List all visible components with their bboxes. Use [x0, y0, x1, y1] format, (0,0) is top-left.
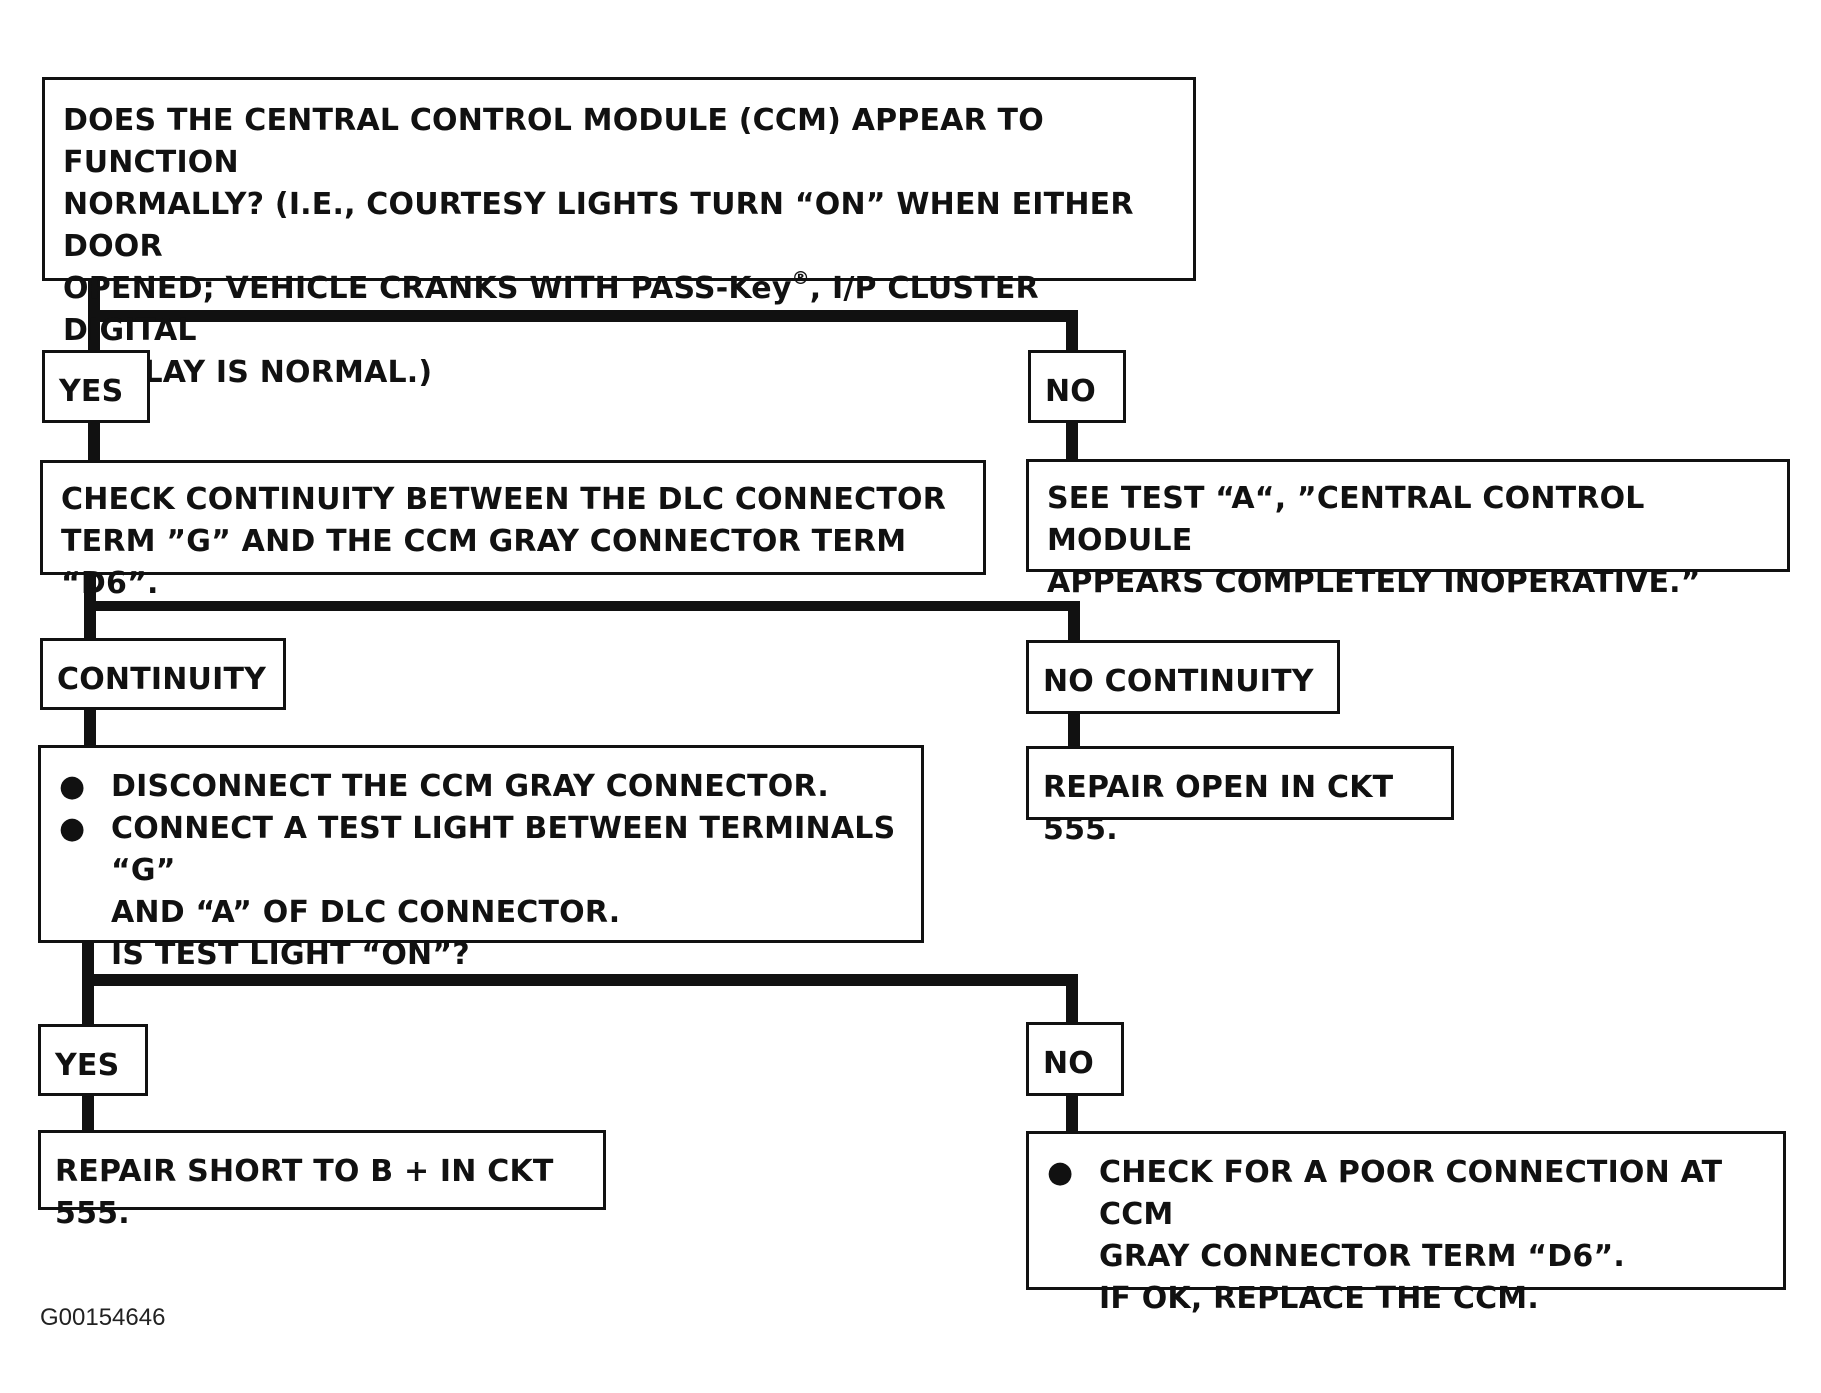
check-continuity-box: CHECK CONTINUITY BETWEEN THE DLC CONNECT…	[40, 460, 986, 601]
poor-connection-line-2: GRAY CONNECTOR TERM “D6”.	[1099, 1239, 1625, 1274]
see-test-a-box: SEE TEST “A“, ”CENTRAL CONTROL MODULE AP…	[1026, 459, 1790, 600]
no-continuity-label: NO CONTINUITY	[1026, 640, 1340, 714]
continuity-label: CONTINUITY	[40, 638, 286, 710]
see-test-a-line-2: APPEARS COMPLETELY INOPERATIVE.”	[1047, 565, 1701, 600]
no-label-2: NO	[1026, 1022, 1124, 1096]
connector-branch2-right-down	[1068, 601, 1080, 643]
start-line-3: OPENED; VEHICLE CRANKS WITH PASS-Key®, I…	[63, 268, 1039, 349]
connector-yes3-down	[82, 1094, 94, 1134]
connector-branch2-horizontal	[84, 601, 1080, 611]
start-line-1: DOES THE CENTRAL CONTROL MODULE (CCM) AP…	[63, 103, 1044, 180]
poor-connection-item: ● CHECK FOR A POOR CONNECTION AT CCM	[1047, 1152, 1783, 1236]
connector-nocontinuity-down	[1068, 710, 1080, 748]
connector-branch3-horizontal	[82, 974, 1078, 986]
test-light-item-2: ● CONNECT A TEST LIGHT BETWEEN TERMINALS…	[59, 808, 921, 892]
bullet-icon: ●	[1047, 1155, 1074, 1190]
see-test-a-line-1: SEE TEST “A“, ”CENTRAL CONTROL MODULE	[1047, 481, 1645, 558]
yes-label-2: YES	[38, 1024, 148, 1096]
yes-label-1: YES	[42, 350, 150, 423]
connector-no1-down	[1066, 421, 1078, 463]
start-question-box: DOES THE CENTRAL CONTROL MODULE (CCM) AP…	[42, 77, 1196, 390]
check-continuity-line-2: TERM ”G” AND THE CCM GRAY CONNECTOR TERM…	[61, 524, 907, 601]
figure-id: G00154646	[40, 1304, 166, 1331]
connector-no3-down	[1066, 1094, 1078, 1134]
repair-open-box: REPAIR OPEN IN CKT 555.	[1026, 746, 1454, 847]
start-line-4: DISPLAY IS NORMAL.)	[63, 355, 433, 390]
test-light-question: IS TEST LIGHT “ON”?	[111, 937, 470, 972]
test-light-box: ● DISCONNECT THE CCM GRAY CONNECTOR. ● C…	[38, 745, 924, 972]
test-light-item-2-cont: AND “A” OF DLC CONNECTOR.	[111, 895, 621, 930]
connector-branch1-right-down	[1066, 310, 1078, 352]
registered-mark: ®	[791, 268, 810, 289]
connector-yes1-down	[88, 421, 100, 463]
connector-continuity-yes-down	[84, 707, 96, 749]
connector-branch1-horizontal	[88, 310, 1078, 322]
bullet-icon: ●	[59, 769, 86, 804]
connector-branch3-right-down	[1066, 974, 1078, 1028]
no-label-1: NO	[1028, 350, 1126, 423]
repair-short-box: REPAIR SHORT TO B + IN CKT 555.	[38, 1130, 606, 1231]
check-continuity-line-1: CHECK CONTINUITY BETWEEN THE DLC CONNECT…	[61, 482, 946, 517]
test-light-item-1: ● DISCONNECT THE CCM GRAY CONNECTOR.	[59, 766, 921, 808]
start-line-2: NORMALLY? (I.E., COURTESY LIGHTS TURN “O…	[63, 187, 1134, 264]
bullet-icon: ●	[59, 811, 86, 846]
poor-connection-line-3: IF OK, REPLACE THE CCM.	[1099, 1281, 1539, 1316]
poor-connection-box: ● CHECK FOR A POOR CONNECTION AT CCM GRA…	[1026, 1131, 1786, 1316]
